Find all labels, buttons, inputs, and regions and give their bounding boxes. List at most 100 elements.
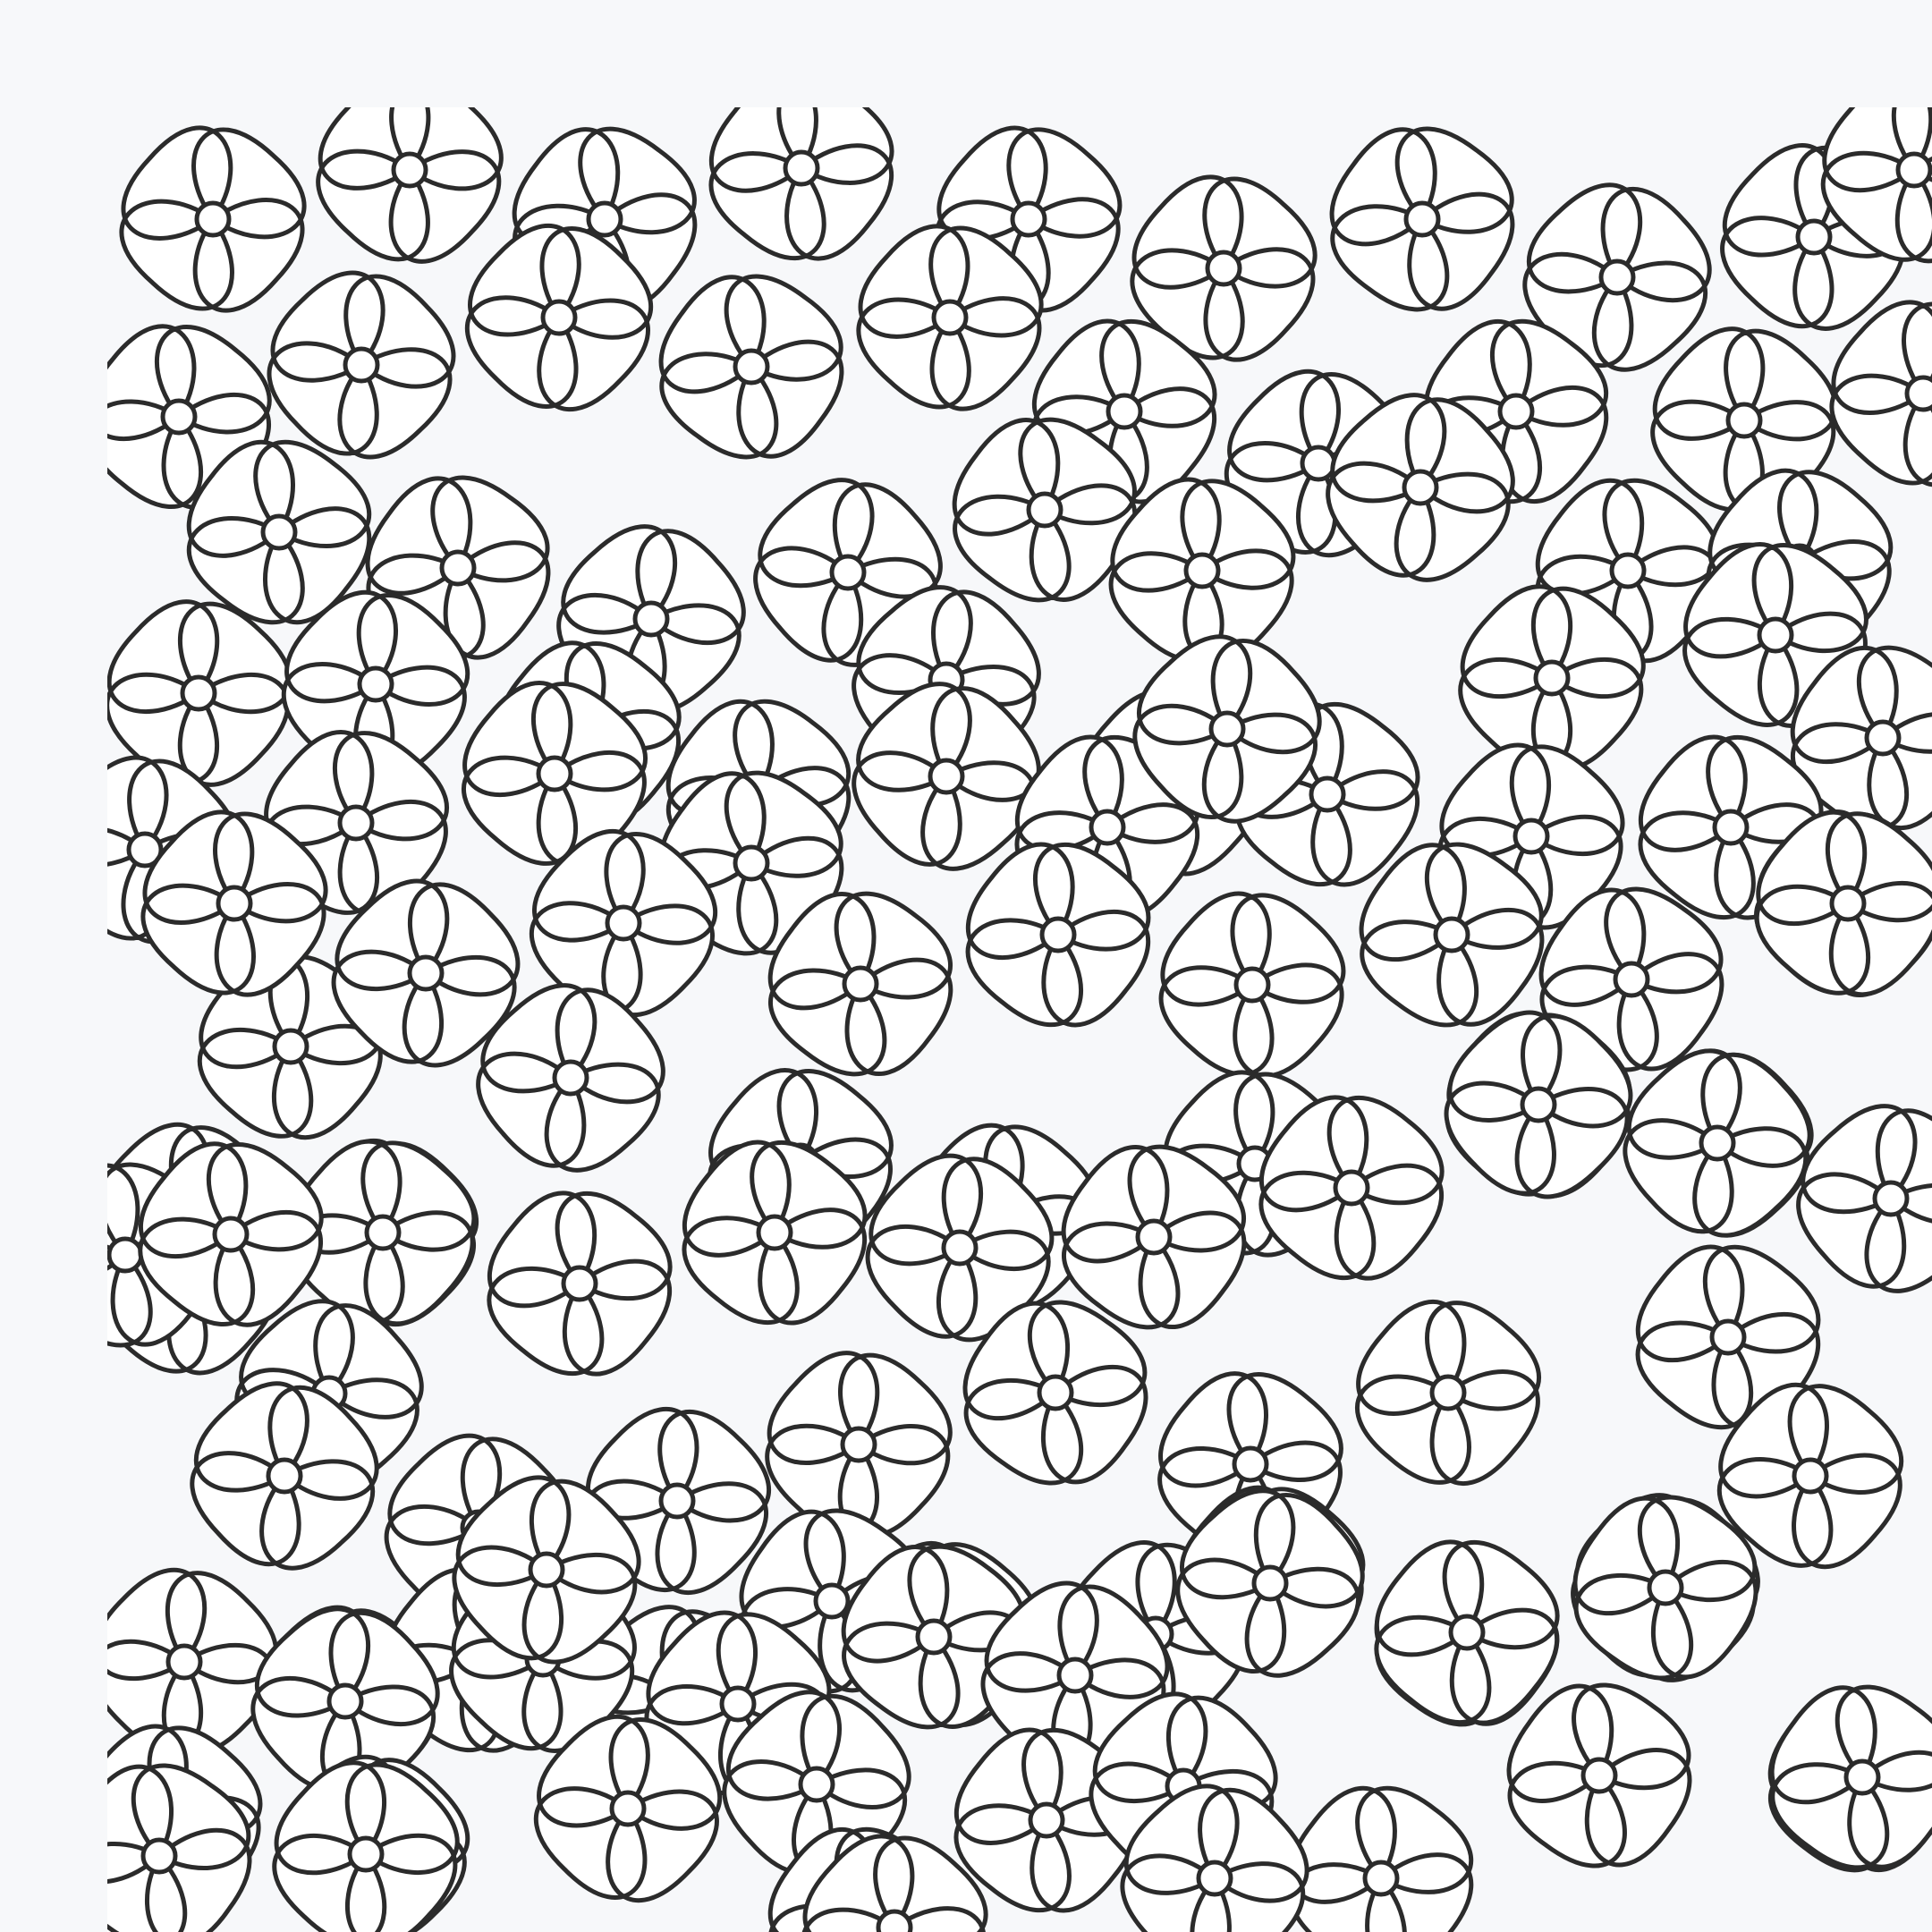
flower-center xyxy=(1403,200,1441,238)
flower-center xyxy=(260,513,298,551)
flower xyxy=(1158,891,1346,1079)
flower-center xyxy=(160,398,198,436)
flower-center xyxy=(1843,1758,1881,1796)
flower-center xyxy=(1135,1218,1173,1256)
flower-center xyxy=(536,755,573,792)
flower-center xyxy=(1010,200,1047,238)
flower xyxy=(801,1834,988,1932)
flower xyxy=(1329,126,1515,312)
flower xyxy=(865,1153,1055,1343)
flower-center xyxy=(1089,809,1126,846)
flower-center xyxy=(180,674,217,712)
flower-center xyxy=(813,1582,851,1620)
flower-center xyxy=(540,299,578,336)
flower-center xyxy=(1598,258,1636,296)
flower xyxy=(708,107,894,261)
flower-center xyxy=(552,1059,589,1097)
flower xyxy=(658,274,844,460)
flower xyxy=(107,599,292,787)
flower-center xyxy=(1795,218,1833,256)
flower xyxy=(140,809,328,997)
flower-center xyxy=(439,549,477,587)
flower xyxy=(1506,1682,1692,1868)
flower-center xyxy=(212,1216,250,1253)
flower xyxy=(138,1141,324,1327)
flower xyxy=(186,439,372,625)
flower-center xyxy=(126,831,164,869)
flower-center xyxy=(1497,393,1535,430)
flower xyxy=(1175,1488,1365,1678)
flower xyxy=(1359,842,1545,1028)
flower xyxy=(267,270,456,460)
flower-center xyxy=(266,1457,303,1495)
flower-center xyxy=(756,1214,793,1251)
flower xyxy=(1769,1684,1932,1870)
flower-center xyxy=(733,844,770,882)
flower xyxy=(464,223,654,412)
flower-center xyxy=(586,200,623,238)
flower xyxy=(316,107,504,264)
flower-center xyxy=(632,600,670,638)
flower-center xyxy=(1028,1801,1065,1839)
flower-center xyxy=(928,758,965,795)
flower-center xyxy=(1232,1445,1269,1483)
flower xyxy=(1120,1784,1309,1932)
flower xyxy=(1829,300,1932,487)
flower xyxy=(1288,1785,1474,1932)
flower-center xyxy=(1056,1657,1094,1694)
flower-center xyxy=(941,1229,979,1267)
flower xyxy=(190,1381,379,1571)
flower xyxy=(487,1191,673,1377)
flower xyxy=(1796,1104,1932,1293)
flower-center xyxy=(1580,1757,1618,1794)
flower xyxy=(476,983,665,1173)
flower-center xyxy=(140,1837,178,1875)
flower-center xyxy=(1513,818,1550,855)
flower-center xyxy=(347,1835,385,1873)
flower-center xyxy=(561,1265,598,1302)
flower xyxy=(767,891,953,1077)
flower xyxy=(852,682,1041,871)
flower xyxy=(1623,1048,1812,1238)
flower-center xyxy=(216,885,253,922)
flower xyxy=(331,878,521,1068)
flower-group xyxy=(107,107,1932,1932)
flower xyxy=(1258,1095,1445,1281)
flower-center xyxy=(1208,710,1246,748)
flower-center xyxy=(1520,1086,1557,1123)
flower-center xyxy=(1037,1374,1074,1411)
flower xyxy=(107,1567,279,1757)
flower xyxy=(841,1544,1027,1730)
flower-center xyxy=(1725,402,1763,439)
flower-center xyxy=(194,200,232,238)
flower xyxy=(289,1139,477,1326)
flower xyxy=(1572,1495,1758,1681)
flower-center xyxy=(915,1618,953,1656)
flower xyxy=(1820,107,1932,264)
flower-center xyxy=(1609,552,1647,589)
flower xyxy=(1522,182,1712,372)
flower-center xyxy=(528,1551,565,1589)
flower xyxy=(765,1351,953,1538)
flower xyxy=(533,1714,723,1903)
flower-center xyxy=(609,1790,647,1827)
flower xyxy=(965,842,1151,1028)
flower-center xyxy=(1613,961,1650,998)
flower-center xyxy=(391,151,428,189)
flower-center xyxy=(1039,916,1077,953)
flower xyxy=(119,125,307,313)
flower-center xyxy=(1183,552,1221,589)
flower xyxy=(1754,809,1932,997)
flower-center xyxy=(364,1214,402,1251)
flower-center xyxy=(1792,1457,1829,1495)
flower-center xyxy=(1251,1564,1289,1602)
flower-center xyxy=(876,1909,913,1932)
flower-center xyxy=(829,554,867,591)
flower xyxy=(1061,1144,1247,1330)
flower xyxy=(1132,634,1322,824)
flower-center xyxy=(1709,1318,1747,1356)
flower xyxy=(856,224,1044,411)
flower-center xyxy=(1872,1180,1910,1217)
flower-center xyxy=(605,904,642,942)
